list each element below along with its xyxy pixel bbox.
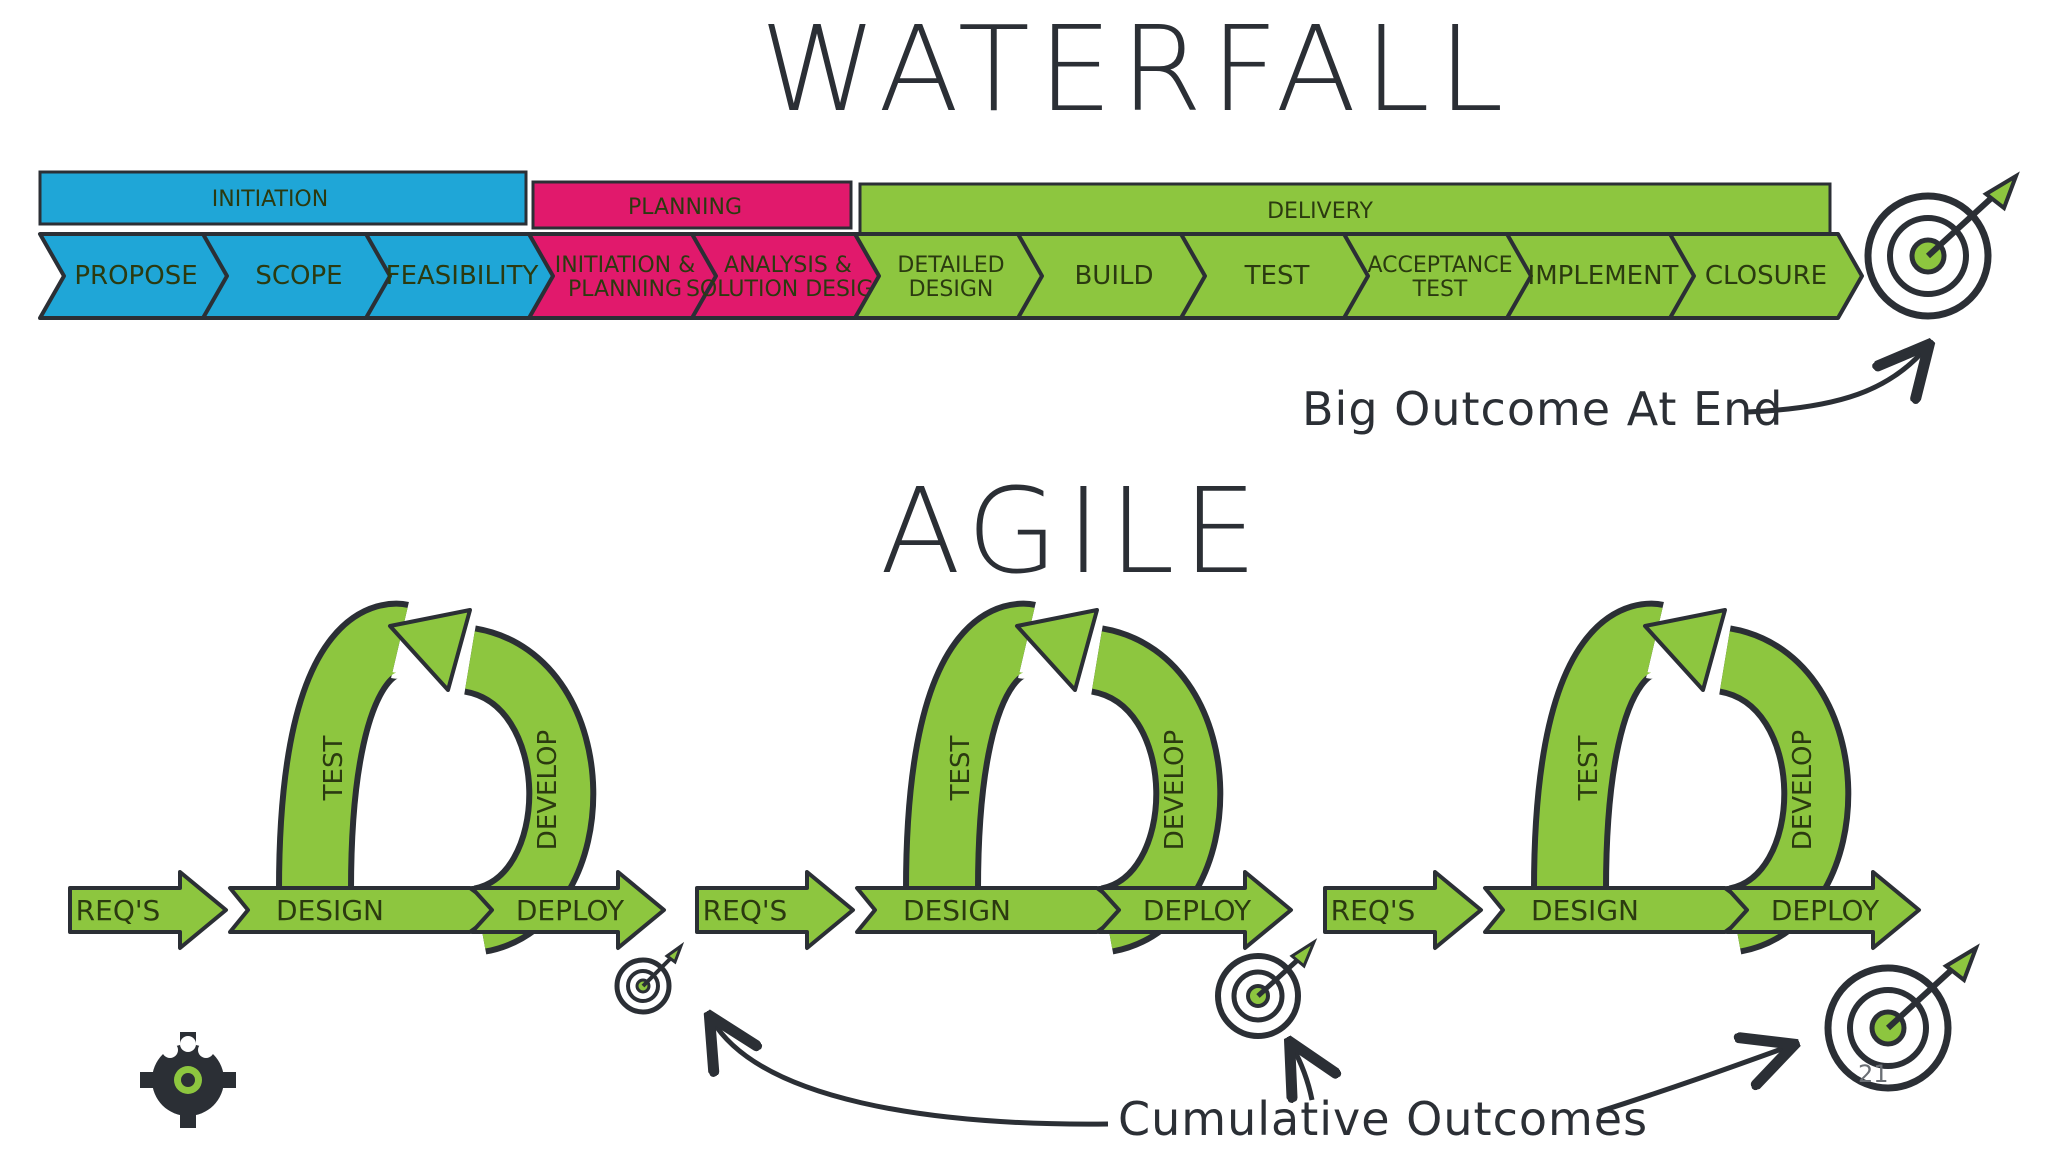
cumulative-outcomes-caption: Cumulative Outcomes bbox=[1118, 1092, 1649, 1146]
waterfall-step-label: ACCEPTANCE bbox=[1367, 253, 1512, 278]
reqs-label: REQ'S bbox=[703, 894, 788, 927]
page-number: 21 bbox=[1858, 1060, 1889, 1088]
waterfall-step: ANALYSIS &SOLUTION DESIGN bbox=[686, 232, 890, 320]
waterfall-step-label: FEASIBILITY bbox=[386, 261, 539, 291]
deploy-arrow bbox=[1725, 870, 1921, 950]
target-icon bbox=[1215, 938, 1318, 1039]
deploy-label: DEPLOY bbox=[1143, 894, 1252, 927]
phase-bar-initiation bbox=[38, 170, 528, 226]
target-icon bbox=[614, 941, 685, 1015]
agile-loop bbox=[276, 600, 597, 955]
target-icon bbox=[1864, 171, 2020, 320]
test-label: TEST bbox=[319, 736, 349, 802]
big-outcome-caption: Big Outcome At End bbox=[1302, 382, 1784, 436]
waterfall-step-label: DESIGN bbox=[909, 277, 994, 302]
waterfall-step-label: INITIATION & bbox=[555, 253, 696, 278]
agile-cycle: REQ'S DESIGN DEPLOY TEST DEVELOP bbox=[1323, 600, 1921, 955]
reqs-arrow bbox=[695, 870, 855, 950]
deploy-arrow bbox=[1097, 870, 1293, 950]
waterfall-step-label: TEST bbox=[1412, 277, 1468, 302]
phase-label-initiation: INITIATION bbox=[212, 187, 328, 212]
reqs-label: REQ'S bbox=[1331, 894, 1416, 927]
waterfall-step: BUILD bbox=[1016, 232, 1212, 320]
develop-label: DEVELOP bbox=[533, 730, 563, 850]
develop-label: DEVELOP bbox=[1788, 730, 1818, 850]
agile-loop bbox=[903, 600, 1224, 955]
phase-bar-planning bbox=[531, 180, 853, 230]
test-label: TEST bbox=[946, 736, 976, 802]
deploy-arrow bbox=[470, 870, 666, 950]
design-label: DESIGN bbox=[903, 894, 1011, 927]
agile-title: AGILE bbox=[880, 462, 1266, 600]
chevron-shape bbox=[1668, 232, 1864, 320]
outcome-arrow bbox=[712, 1020, 1109, 1127]
outcome-arrow bbox=[1747, 348, 1926, 415]
waterfall-step: PROPOSE bbox=[38, 232, 234, 320]
develop-label: DEVELOP bbox=[1160, 730, 1190, 850]
waterfall-step: FEASIBILITY bbox=[364, 232, 560, 320]
phase-label-planning: PLANNING bbox=[628, 195, 742, 220]
waterfall-step-label: CLOSURE bbox=[1705, 261, 1827, 291]
phase-label-delivery: DELIVERY bbox=[1267, 199, 1373, 224]
waterfall-title: WATERFALL bbox=[760, 0, 1512, 138]
deploy-label: DEPLOY bbox=[516, 894, 625, 927]
waterfall-step-label: SOLUTION DESIGN bbox=[686, 277, 890, 302]
deploy-label: DEPLOY bbox=[1771, 894, 1880, 927]
agile-cycle: REQ'S DESIGN DEPLOY TEST DEVELOP bbox=[695, 600, 1293, 955]
reqs-arrow bbox=[68, 870, 228, 950]
agile-loop bbox=[1531, 600, 1852, 955]
waterfall-step: TEST bbox=[1179, 232, 1375, 320]
waterfall-step-label: PLANNING bbox=[568, 277, 682, 302]
reqs-label: REQ'S bbox=[76, 894, 161, 927]
waterfall-step: CLOSURE bbox=[1668, 232, 1864, 320]
waterfall-step-label: IMPLEMENT bbox=[1528, 261, 1679, 291]
waterfall-step-label: PROPOSE bbox=[74, 261, 197, 291]
design-label: DESIGN bbox=[1531, 894, 1639, 927]
waterfall-step: IMPLEMENT bbox=[1505, 232, 1701, 320]
waterfall-step: INITIATION &PLANNING bbox=[527, 232, 723, 320]
agile-cycles: REQ'S DESIGN DEPLOY TEST DEVELOP REQ'S DESIGN D… bbox=[68, 600, 1921, 955]
test-label: TEST bbox=[1574, 736, 1604, 802]
waterfall-step-label: TEST bbox=[1244, 261, 1310, 291]
team-gear-logo bbox=[140, 1032, 236, 1128]
waterfall-phase-bars: INITIATION PLANNING DELIVERY bbox=[38, 170, 1832, 236]
outcome-arrow bbox=[1597, 1046, 1790, 1115]
waterfall-step-label: SCOPE bbox=[255, 261, 342, 291]
waterfall-step-label: BUILD bbox=[1074, 261, 1153, 291]
design-label: DESIGN bbox=[276, 894, 384, 927]
agile-cycle: REQ'S DESIGN DEPLOY TEST DEVELOP bbox=[68, 600, 666, 955]
reqs-arrow bbox=[1323, 870, 1483, 950]
waterfall-step: SCOPE bbox=[201, 232, 397, 320]
waterfall-step-label: ANALYSIS & bbox=[724, 253, 852, 278]
target-icon bbox=[1824, 943, 1980, 1092]
outcome-arrow bbox=[1292, 1046, 1312, 1100]
waterfall-step-label: DETAILED bbox=[897, 253, 1004, 278]
